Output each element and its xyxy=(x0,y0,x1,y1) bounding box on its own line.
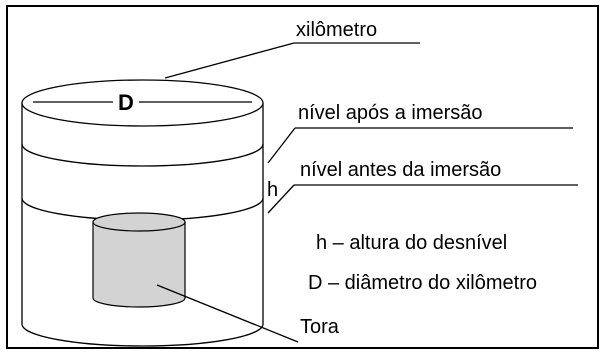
tora-label: Tora xyxy=(300,316,340,338)
height-symbol: h xyxy=(267,179,278,201)
level-before-label: nível antes da imersão xyxy=(300,159,501,181)
level-after-label: nível após a imersão xyxy=(298,102,483,124)
log-top-ellipse xyxy=(92,212,186,232)
level-after-line xyxy=(21,143,264,167)
xilometro-leader xyxy=(164,42,295,79)
level-before-leader xyxy=(267,184,295,214)
legend-d: D – diâmetro do xilômetro xyxy=(308,272,537,294)
diameter-symbol: D xyxy=(118,90,134,115)
cylinder-bottom-edge xyxy=(21,323,264,347)
xilometro-label: xilômetro xyxy=(296,19,377,41)
level-after-leader xyxy=(267,127,296,164)
cylinder-top-ellipse xyxy=(21,79,264,127)
legend-h: h – altura do desnível xyxy=(316,232,507,254)
tora-leader xyxy=(156,284,299,343)
log-body xyxy=(92,221,186,308)
